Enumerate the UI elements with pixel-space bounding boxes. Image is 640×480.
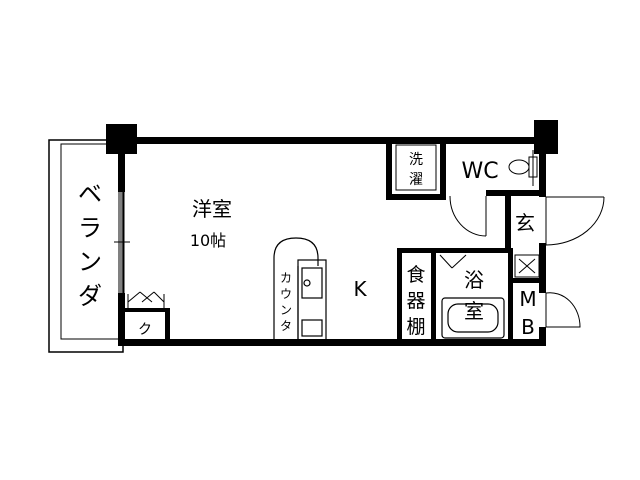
bathtub (441, 297, 505, 339)
balcony-window (114, 192, 130, 293)
western-room-size: 10帖 (190, 231, 226, 250)
bathroom-door (439, 254, 467, 269)
toilet-label: WC (461, 159, 498, 184)
counter-label: カ ウ ン タ (280, 271, 292, 333)
laundry-pan (395, 144, 437, 191)
closet-label: ク (138, 322, 152, 338)
svg-text:ン: ン (280, 303, 292, 317)
svg-text:ウ: ウ (280, 287, 292, 301)
svg-text:ラ: ラ (78, 214, 102, 242)
svg-text:器: 器 (406, 290, 425, 312)
svg-text:カ: カ (280, 271, 292, 285)
meter-box-label: M B (519, 287, 536, 339)
svg-text:棚: 棚 (406, 316, 425, 338)
mb-door (545, 292, 581, 328)
outer-walls (106, 120, 558, 346)
svg-text:食: 食 (406, 264, 425, 286)
closet-door (127, 291, 165, 310)
svg-text:タ: タ (280, 319, 292, 333)
pantry-label: 食 器 棚 (406, 264, 425, 338)
entrance-door (545, 196, 605, 246)
svg-text:B: B (521, 315, 535, 339)
svg-text:ダ: ダ (78, 282, 102, 310)
interior-walls (125, 137, 545, 346)
entrance-shoe-box (514, 254, 540, 278)
svg-text:濯: 濯 (409, 172, 423, 188)
entrance-label: 玄 (515, 211, 535, 235)
laundry-label: 洗 濯 (409, 152, 423, 188)
svg-text:ン: ン (78, 248, 102, 276)
svg-text:ベ: ベ (78, 180, 102, 208)
balcony-label: ベ ラ ン ダ (78, 180, 102, 310)
kitchen-label: K (353, 277, 367, 301)
balcony-outline (48, 139, 124, 353)
svg-text:洗: 洗 (409, 152, 423, 168)
bathroom-label: 浴 室 (464, 268, 484, 323)
svg-text:室: 室 (464, 299, 484, 323)
svg-text:浴: 浴 (464, 268, 484, 292)
wc-door (449, 195, 487, 237)
kitchen-unit (297, 259, 327, 341)
western-room-label: 洋室 (192, 197, 232, 221)
svg-text:M: M (519, 287, 536, 311)
